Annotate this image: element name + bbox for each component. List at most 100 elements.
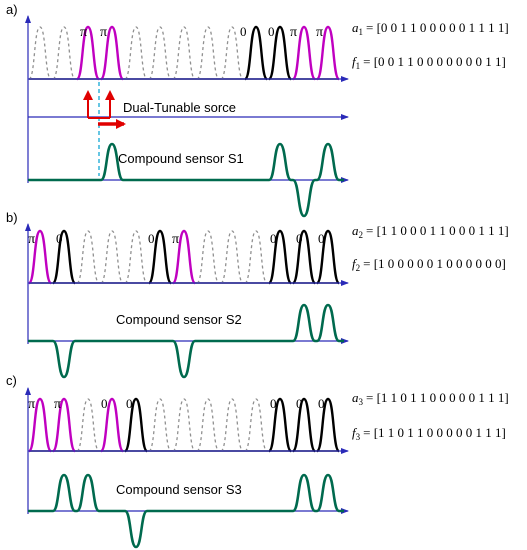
phase-mark: 0 [270,231,277,246]
equation-index: 3 [359,397,364,407]
phase-mark: 0 [56,231,63,246]
panel-a-sensor-label: Compound sensor S1 [118,151,244,166]
pulse [267,229,293,285]
panel-b-phase-marks: π 0 0 π 0 0 0 [28,231,325,247]
phase-mark: 0 [318,396,325,411]
pulse [100,230,124,284]
equation-symbol: f [352,425,358,440]
panel-c-pulses [27,397,341,453]
panel-b-pulses [27,229,341,285]
pulse [291,229,317,285]
pulse [27,397,53,453]
phase-mark: π [316,25,323,40]
pulse [124,26,148,80]
pulse [267,397,293,453]
source-label: Dual-Tunable sorce [123,100,236,115]
pulse [148,398,172,452]
panel-c-equation-f: f3= [1 1 0 1 1 0 0 0 0 0 1 1 1] [352,425,506,442]
phase-mark: 0 [318,231,325,246]
panel-b-sensor-label: Compound sensor S2 [116,312,242,327]
phase-mark: π [100,25,107,40]
svg-text:f1= [0 0 1 1 0 0 0 0 0 0 0 1 1: f1= [0 0 1 1 0 0 0 0 0 0 0 1 1] [352,54,506,71]
panel-a-equation-f: f1= [0 0 1 1 0 0 0 0 0 0 0 1 1] [352,54,506,71]
equation-index: 2 [359,230,364,240]
pulse [76,398,100,452]
pulse [244,230,268,284]
pulse [76,230,100,284]
pulse [148,26,172,80]
pulse [51,229,77,285]
pulse [315,25,341,81]
equation-symbol: a [352,20,359,35]
pulse [123,397,149,453]
pulse [27,229,53,285]
dual-tunable-source-marker [83,82,126,176]
phase-mark: π [54,397,61,412]
panel-c-label: c) [6,373,17,388]
phase-mark: π [28,397,35,412]
pulse [52,26,76,80]
phase-mark: π [80,25,87,40]
pulse [243,25,269,81]
pulse [28,26,52,80]
pulse [172,398,196,452]
panel-c: c) π π 0 0 0 0 0 Compound sensor S3 a3= … [6,373,509,549]
pulse [99,397,125,453]
phase-mark: 0 [268,24,275,39]
pulse [171,229,197,285]
panel-c-phase-marks: π π 0 0 0 0 0 [28,396,325,412]
pulse [220,26,244,80]
panel-c-response [28,473,344,549]
pulse [75,25,101,81]
phase-mark: π [28,232,35,247]
pulse [220,230,244,284]
pulse [315,229,341,285]
svg-text:a1= [0 0 1 1 0 0 0 0 0 1 1 1 1: a1= [0 0 1 1 0 0 0 0 0 1 1 1 1] [352,20,509,37]
equation-index: 3 [356,432,361,442]
svg-text:f3= [1 1 0 1 1 0 0 0 0 0 1 1 1: f3= [1 1 0 1 1 0 0 0 0 0 1 1 1] [352,425,506,442]
pulse [220,398,244,452]
pulse [196,398,220,452]
equation-index: 1 [359,27,364,37]
svg-text:a2= [1 1 0 0 0 1 1 0 0 0 1 1 1: a2= [1 1 0 0 0 1 1 0 0 0 1 1 1] [352,223,509,240]
panel-b-response [28,303,344,379]
panel-a-phase-marks: π π 0 0 π π [80,24,323,40]
equation-index: 2 [356,263,361,273]
sensor-response-trace [28,473,344,549]
phase-mark: 0 [240,24,247,39]
equation-vector: = [0 0 1 1 0 0 0 0 0 1 1 1 1] [366,20,509,35]
phase-mark: 0 [296,396,303,411]
svg-text:a3= [1 1 0 1 1 0 0 0 0 0 1 1 1: a3= [1 1 0 1 1 0 0 0 0 0 1 1 1] [352,390,509,407]
equation-symbol: f [352,54,358,69]
pulse [196,230,220,284]
pulse [124,230,148,284]
equation-symbol: a [352,223,359,238]
equation-vector: = [1 1 0 1 1 0 0 0 0 0 1 1 1] [366,390,509,405]
phase-mark: π [290,25,297,40]
panel-b-equation-a: a2= [1 1 0 0 0 1 1 0 0 0 1 1 1] [352,223,509,240]
pulse [99,25,125,81]
panel-a-response [28,142,344,218]
panel-a-label: a) [6,2,18,17]
equation-vector: = [1 1 0 1 1 0 0 0 0 0 1 1 1] [363,425,506,440]
phase-mark: 0 [296,231,303,246]
phase-mark: 0 [101,396,108,411]
equation-symbol: f [352,256,358,271]
panel-c-sensor-label: Compound sensor S3 [116,482,242,497]
pulse [244,398,268,452]
panel-c-equation-a: a3= [1 1 0 1 1 0 0 0 0 0 1 1 1] [352,390,509,407]
phase-mark: 0 [148,231,155,246]
pulse [147,229,173,285]
pulse [196,26,220,80]
pulse [51,397,77,453]
pulse [315,397,341,453]
phase-mark: π [172,232,179,247]
equation-index: 1 [356,61,361,71]
svg-text:f2= [1 0 0 0 0 0 1 0 0 0 0 0 0: f2= [1 0 0 0 0 0 1 0 0 0 0 0 0] [352,256,506,273]
sensor-response-trace [28,142,344,218]
pulse [291,397,317,453]
panel-b: b) π 0 0 π 0 0 0 Compound sensor S2 a2= … [6,210,509,379]
pulse [291,25,317,81]
equation-vector: = [1 0 0 0 0 0 1 0 0 0 0 0 0] [363,256,506,271]
